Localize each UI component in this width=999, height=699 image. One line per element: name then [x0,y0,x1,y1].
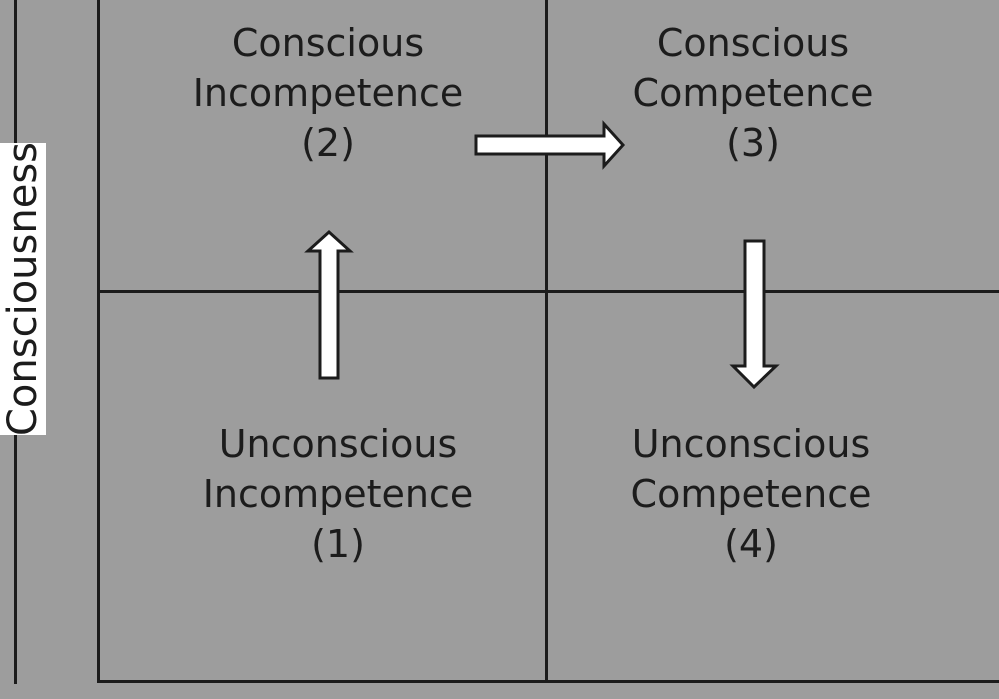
quadrant-line1: Conscious [231,21,425,65]
quadrant-number: (3) [726,121,780,165]
axis-label-box [0,143,46,435]
quadrant-line1: Unconscious [631,422,871,466]
matrix-vertical-divider [545,0,548,683]
quadrant-line1: Conscious [656,21,850,65]
arrow-up-icon [304,229,354,380]
quadrant-line1: Unconscious [218,422,458,466]
arrow-right-icon [474,120,626,170]
quadrant-number: (4) [724,522,778,566]
arrow-down-icon [729,239,780,390]
matrix-horizontal-divider [97,290,999,293]
quadrant-number: (2) [301,121,355,165]
quadrant-unconscious-competence: Unconscious Competence (4) [601,419,901,569]
quadrant-line2: Incompetence [192,71,464,115]
quadrant-line2: Incompetence [202,472,474,516]
quadrant-unconscious-incompetence: Unconscious Incompetence (1) [188,419,488,569]
quadrant-conscious-incompetence: Conscious Incompetence (2) [178,18,478,168]
quadrant-conscious-competence: Conscious Competence (3) [603,18,903,168]
matrix-frame [97,0,999,683]
quadrant-line2: Competence [630,472,872,516]
quadrant-line2: Competence [632,71,874,115]
quadrant-number: (1) [311,522,365,566]
